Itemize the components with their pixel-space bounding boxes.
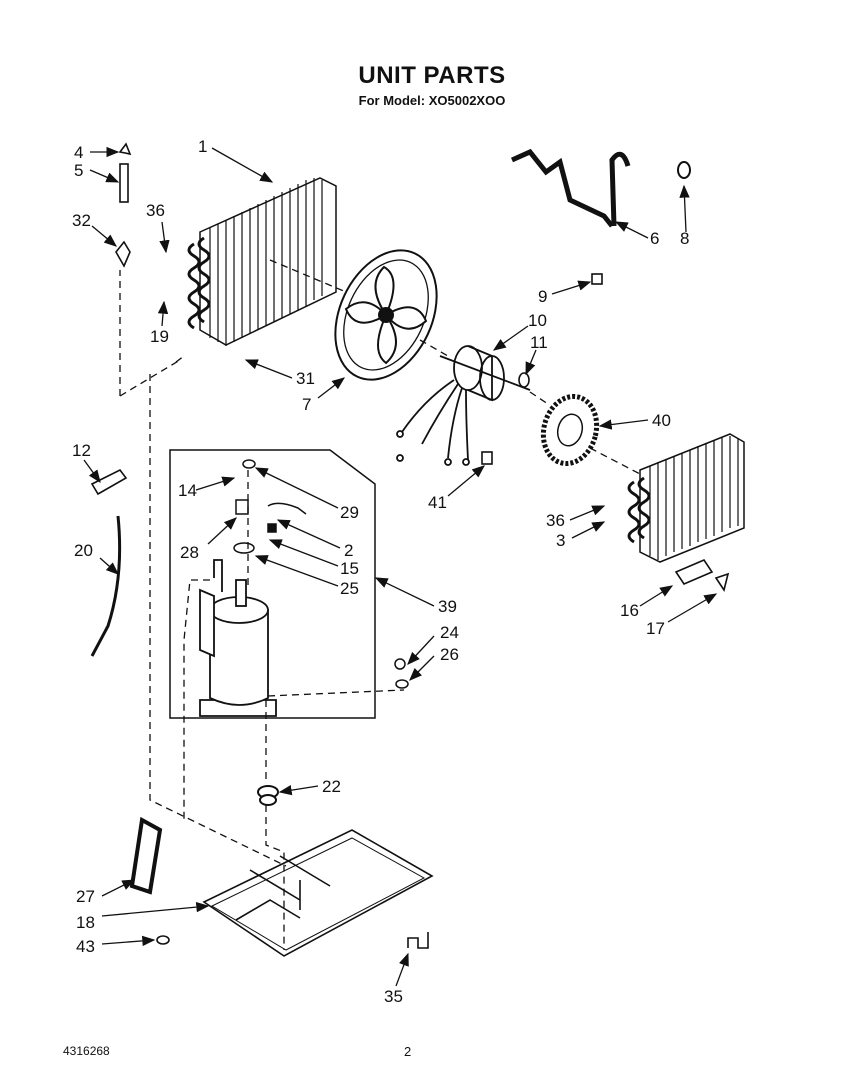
callout-29: 29 — [340, 503, 359, 522]
callout-27: 27 — [76, 887, 95, 906]
refrigerant-tubing — [510, 148, 631, 228]
compressor-hardware — [233, 459, 409, 689]
wire-harness — [90, 515, 122, 657]
callout-1: 1 — [198, 137, 207, 156]
bracket-35 — [407, 932, 429, 949]
tubing-clip — [677, 161, 691, 179]
callout-8: 8 — [680, 229, 689, 248]
fan-motor — [396, 345, 531, 466]
callout-32: 32 — [72, 211, 91, 230]
condenser-coil — [187, 177, 337, 346]
callout-39: 39 — [438, 597, 457, 616]
callout-24: 24 — [440, 623, 459, 642]
callout-43: 43 — [76, 937, 95, 956]
callout-35: 35 — [384, 987, 403, 1006]
callout-6: 6 — [650, 229, 659, 248]
grommet — [257, 785, 279, 806]
callout-20: 20 — [74, 541, 93, 560]
callout-25: 25 — [340, 579, 359, 598]
callout-31: 31 — [296, 369, 315, 388]
callout-3: 3 — [556, 531, 565, 550]
callout-11: 11 — [530, 333, 548, 352]
blower-wheel — [540, 393, 600, 467]
model-subtitle: For Model: XO5002XOO — [358, 93, 506, 108]
callout-40: 40 — [652, 411, 671, 430]
callout-22: 22 — [322, 777, 341, 796]
callout-18: 18 — [76, 913, 95, 932]
callout-26: 26 — [440, 645, 459, 664]
callout-5: 5 — [74, 161, 83, 180]
callout-12: 12 — [72, 441, 91, 460]
assembly-dashed-lines — [119, 259, 641, 950]
evaporator-coil — [627, 433, 745, 563]
callout-2: 2 — [344, 541, 353, 560]
document-number: 4316268 — [63, 1044, 110, 1058]
base-pan — [202, 829, 434, 957]
callout-19: 19 — [150, 327, 169, 346]
compressor — [199, 559, 277, 717]
callout-28: 28 — [180, 543, 199, 562]
callout-15: 15 — [340, 559, 359, 578]
callout-labels: 4 5 32 1 36 19 31 7 6 8 9 10 11 40 12 20… — [72, 137, 689, 1006]
callout-41: 41 — [428, 493, 447, 512]
callout-16: 16 — [620, 601, 639, 620]
callout-36-right: 36 — [546, 511, 565, 530]
callout-17: 17 — [646, 619, 665, 638]
callout-9: 9 — [538, 287, 547, 306]
small-parts — [90, 142, 730, 945]
leader-lines — [83, 146, 718, 987]
callout-4: 4 — [74, 143, 83, 162]
fan-blade — [334, 249, 438, 381]
callout-7: 7 — [302, 395, 311, 414]
page-title: UNIT PARTS — [358, 62, 506, 89]
page-number: 2 — [404, 1044, 412, 1059]
compressor-assembly-outline — [169, 449, 376, 719]
callout-36-left: 36 — [146, 201, 165, 220]
callout-10: 10 — [528, 311, 547, 330]
callout-14: 14 — [178, 481, 197, 500]
hose — [129, 816, 163, 895]
